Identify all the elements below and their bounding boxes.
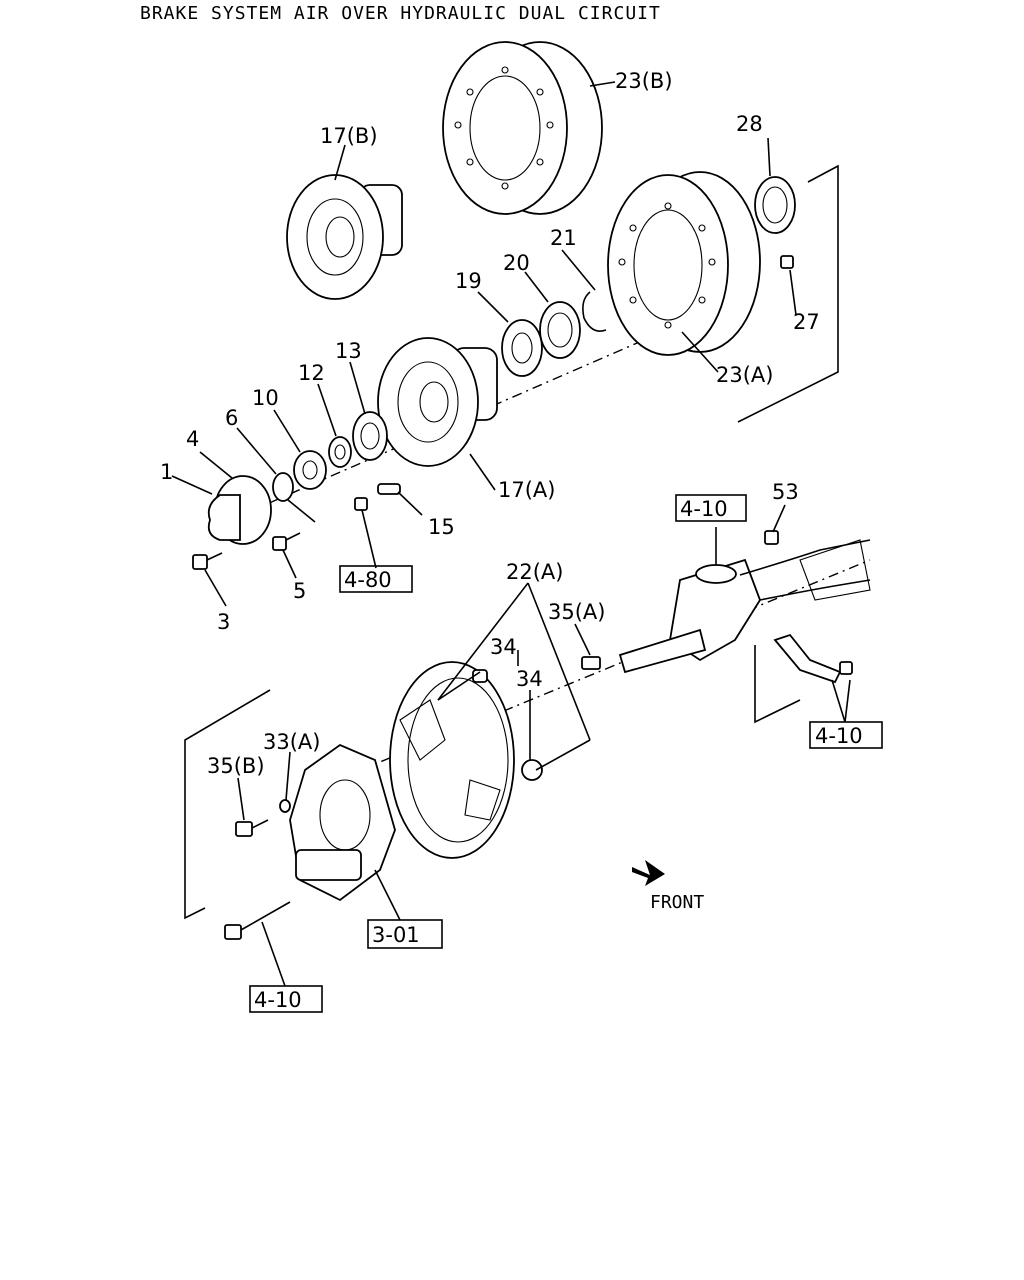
hub-bolt-15 xyxy=(377,483,401,495)
nut-53 xyxy=(764,530,779,545)
ref-4-10-bottom-label: 4-10 xyxy=(254,988,302,1012)
ref-4-80-label: 4-80 xyxy=(344,568,392,592)
assembly-bracket-right xyxy=(737,164,839,423)
ref-4-10-right-label: 4-10 xyxy=(815,724,863,748)
callout-10: 10 xyxy=(252,386,279,410)
wheel-hub-b xyxy=(286,174,403,300)
washer-33a xyxy=(279,799,291,813)
o-ring-6 xyxy=(272,472,294,502)
ref-box-4-10-right[interactable]: 4-10 xyxy=(809,721,883,749)
callout-21: 21 xyxy=(550,226,577,250)
callout-5: 5 xyxy=(293,579,306,603)
wheel-hub-a xyxy=(377,337,498,467)
callout-34-lower: 34 xyxy=(516,667,543,691)
long-bolt xyxy=(224,901,291,940)
callout-17a: 17(A) xyxy=(498,478,555,502)
diagram-title: BRAKE SYSTEM AIR OVER HYDRAULIC DUAL CIR… xyxy=(140,3,661,24)
callout-28: 28 xyxy=(736,112,763,136)
assembly-bracket-left xyxy=(184,689,271,920)
ref-box-3-01[interactable]: 3-01 xyxy=(367,919,443,949)
leader-lines xyxy=(171,81,851,987)
brake-backing-plate xyxy=(389,661,515,859)
bolt-35a xyxy=(581,656,601,670)
callout-15: 15 xyxy=(428,515,455,539)
front-arrow-icon xyxy=(632,860,665,886)
callout-27: 27 xyxy=(793,310,820,334)
callout-17b: 17(B) xyxy=(320,124,378,148)
washer-12 xyxy=(328,436,352,468)
bolt-3 xyxy=(192,552,223,570)
callout-35b: 35(B) xyxy=(207,754,265,778)
callout-12: 12 xyxy=(298,361,325,385)
nut-10 xyxy=(293,450,327,490)
hub-cap-1-4 xyxy=(207,475,272,545)
callout-20: 20 xyxy=(503,251,530,275)
callout-6: 6 xyxy=(225,406,238,430)
bolt-35b xyxy=(235,819,269,837)
callout-4: 4 xyxy=(186,427,199,451)
callout-35a: 35(A) xyxy=(548,600,605,624)
axle-centerline xyxy=(299,559,871,796)
steering-arm xyxy=(773,633,853,684)
bolt-5 xyxy=(272,532,301,551)
oil-seal-20 xyxy=(539,301,581,359)
callout-23b: 23(B) xyxy=(615,69,673,93)
callout-53: 53 xyxy=(772,480,799,504)
callout-22a: 22(A) xyxy=(506,560,563,584)
ref-box-4-80[interactable]: 4-80 xyxy=(339,565,413,593)
ring-21 xyxy=(582,291,607,332)
brake-drum-b xyxy=(442,41,603,215)
ref-3-01-label: 3-01 xyxy=(372,923,420,947)
brake-drum-a xyxy=(607,171,761,356)
nut-4-80-part xyxy=(354,497,368,511)
anchor-plate xyxy=(289,743,396,902)
plug-34-lower xyxy=(521,759,543,781)
ref-box-4-10-bottom[interactable]: 4-10 xyxy=(249,985,323,1013)
callout-13: 13 xyxy=(335,339,362,363)
callout-1: 1 xyxy=(160,460,173,484)
callout-23a: 23(A) xyxy=(716,363,773,387)
nut-27 xyxy=(780,255,794,269)
callout-33a: 33(A) xyxy=(263,730,320,754)
callout-34-upper: 34 xyxy=(490,635,517,659)
bearing-19 xyxy=(501,319,543,377)
bearing-13 xyxy=(352,411,388,461)
assembly-bracket-axle xyxy=(754,645,801,724)
callout-19: 19 xyxy=(455,269,482,293)
ref-4-10-top-label: 4-10 xyxy=(680,497,728,521)
seal-28 xyxy=(754,176,796,234)
callout-3: 3 xyxy=(217,610,230,634)
axle-knuckle xyxy=(618,539,871,674)
front-label: FRONT xyxy=(650,892,704,913)
ref-box-4-10-top[interactable]: 4-10 xyxy=(675,494,747,522)
